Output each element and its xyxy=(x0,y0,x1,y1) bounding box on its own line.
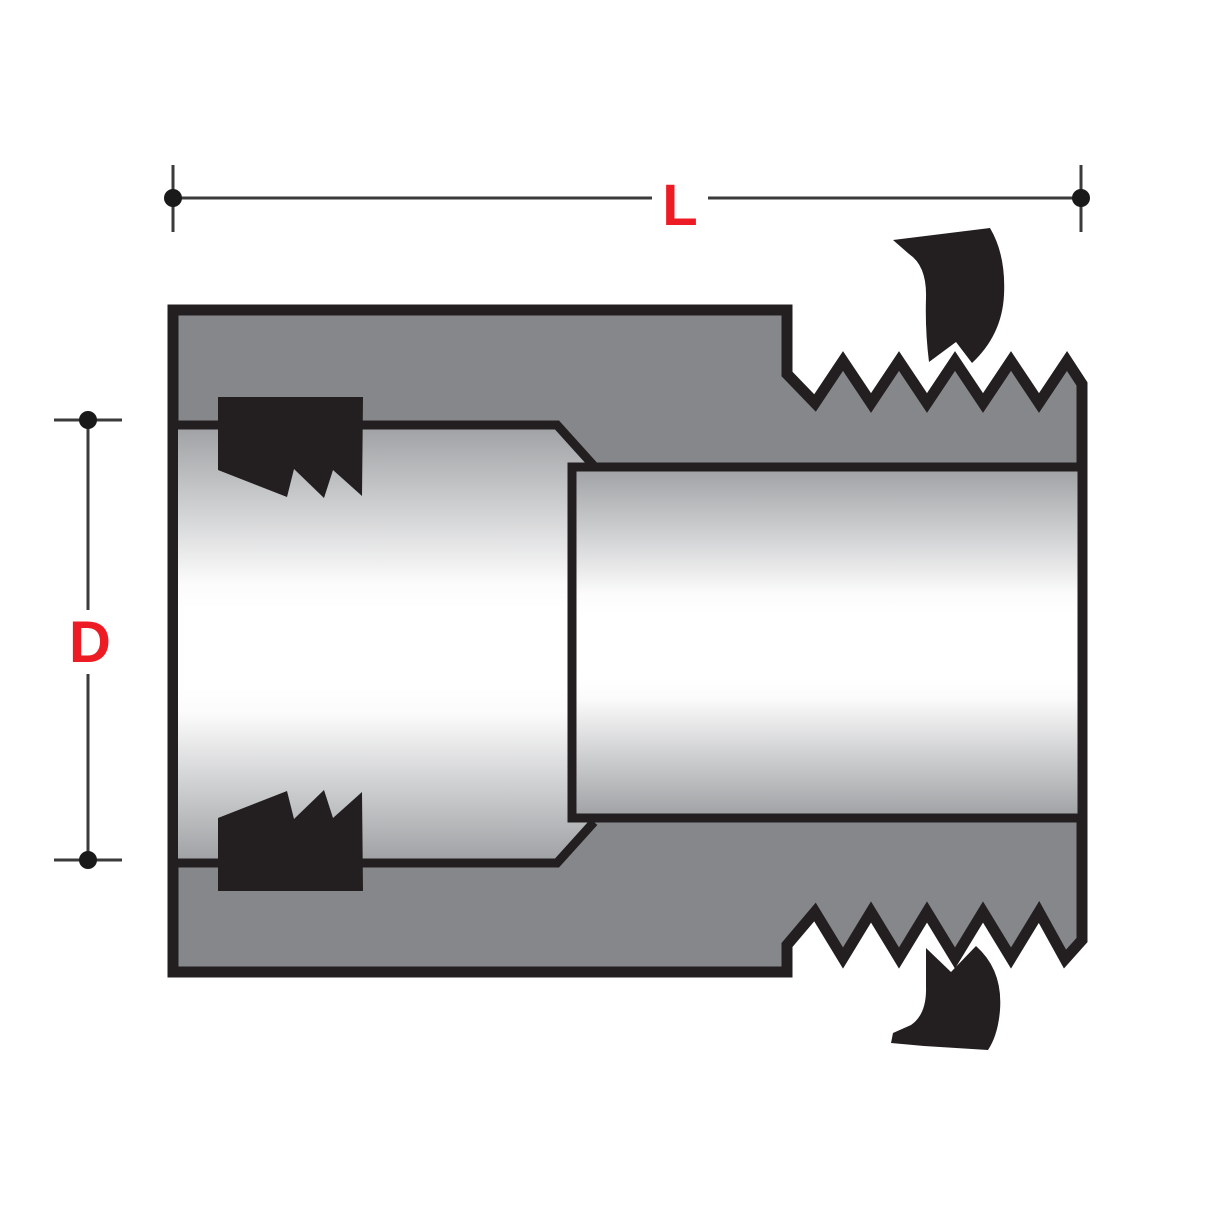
internal-thread-mark-top xyxy=(218,397,363,498)
diameter-dimension-dot-bottom xyxy=(79,851,97,869)
socket-bore xyxy=(178,425,594,863)
diameter-dimension-dot-top xyxy=(79,411,97,429)
length-dimension: L xyxy=(164,165,1090,238)
thread-ribbon-top xyxy=(893,228,1005,363)
internal-thread-mark-bottom xyxy=(218,790,363,891)
thread-ribbon-bottom xyxy=(891,946,1001,1050)
length-dimension-dot-right xyxy=(1072,189,1090,207)
length-dimension-label: L xyxy=(662,173,697,238)
male-end-bore xyxy=(567,462,1087,823)
diameter-dimension: D xyxy=(54,411,122,869)
diameter-dimension-label: D xyxy=(69,610,111,675)
length-dimension-dot-left xyxy=(164,189,182,207)
